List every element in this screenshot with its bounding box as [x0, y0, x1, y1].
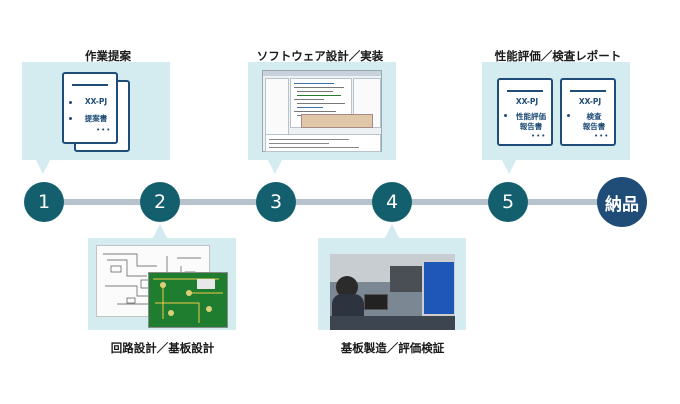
performance-report-title-1: 性能評価: [516, 112, 546, 121]
step-5-node: 5: [488, 182, 528, 222]
delivery-node: 納品: [597, 177, 647, 227]
step-4-label: 基板製造／評価検証: [340, 341, 445, 355]
step-1-label: 作業提案: [85, 49, 131, 63]
performance-report-code: XX-PJ: [515, 97, 539, 106]
step-3-node: 3: [256, 182, 296, 222]
proposal-doc-title: 提案書: [84, 114, 108, 123]
software-ide-screenshot: [262, 70, 382, 152]
step-4-node: 4: [372, 182, 412, 222]
step-2-label: 回路設計／基板設計: [110, 341, 215, 355]
step-1-node: 1: [24, 182, 64, 222]
step-1-callout-tail: [36, 160, 50, 174]
timeline-line: [40, 199, 640, 205]
inspection-report-title-1: 検査: [586, 112, 602, 121]
pcb-layout-image: [148, 272, 228, 328]
inspection-report-code: XX-PJ: [578, 97, 602, 106]
step-4-callout-tail: [385, 224, 399, 238]
step-5-callout-tail: [502, 160, 516, 174]
performance-report-doc: XX-PJ 性能評価 報告書 •••: [497, 78, 553, 146]
inspection-report-doc: XX-PJ 検査 報告書 •••: [560, 78, 616, 146]
step-3-label: ソフトウェア設計／実装: [256, 49, 384, 63]
evaluation-lab-photo: [330, 254, 455, 330]
step-2-callout-tail: [153, 224, 167, 238]
step-2-node: 2: [140, 182, 180, 222]
step-5-label: 性能評価／検査レポート: [494, 49, 622, 63]
proposal-doc-front: XX-PJ 提案書 •••: [62, 72, 118, 144]
step-3-callout-tail: [268, 160, 282, 174]
performance-report-title-2: 報告書: [519, 122, 543, 131]
inspection-report-title-2: 報告書: [582, 122, 606, 131]
proposal-doc-code: XX-PJ: [84, 97, 108, 106]
